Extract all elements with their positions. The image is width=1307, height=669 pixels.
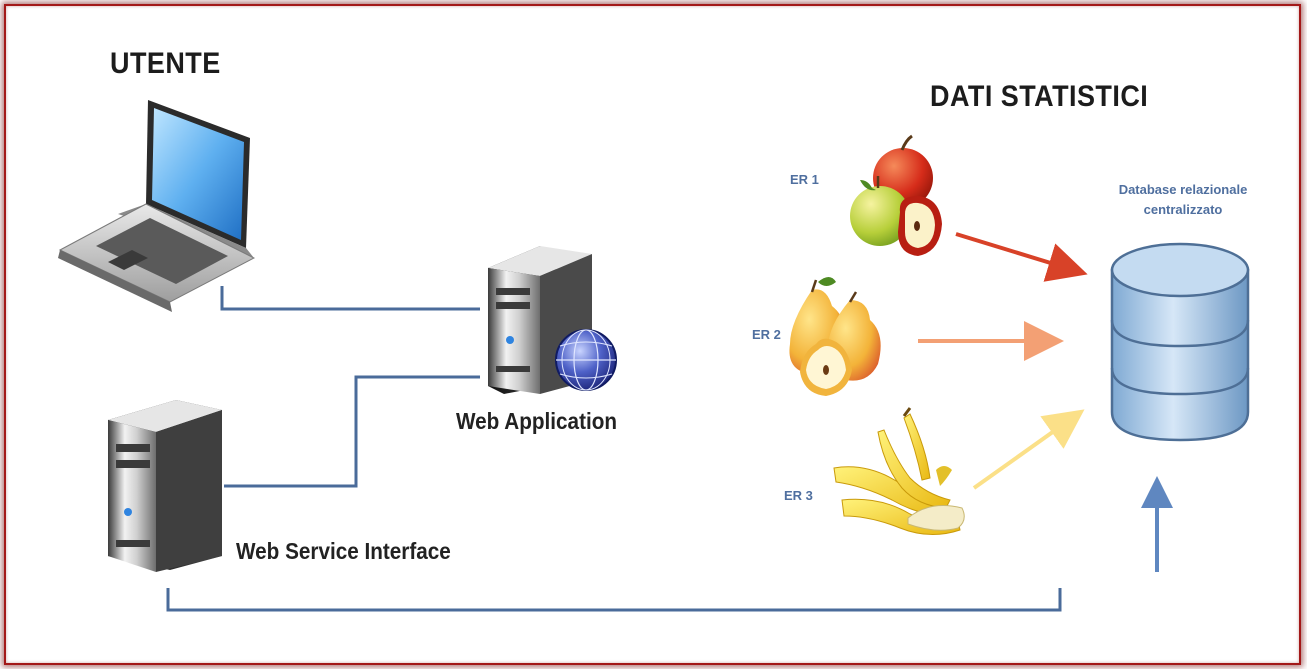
web-service-to-database-line — [166, 588, 1062, 612]
er1-label: ER 1 — [790, 172, 819, 187]
banana-icon — [833, 407, 965, 535]
web-application-label: Web Application — [456, 408, 618, 434]
er2-label: ER 2 — [752, 327, 781, 342]
pear-icon — [789, 277, 881, 396]
database-label-line2: centralizzato — [1143, 202, 1223, 217]
database-icon — [1110, 242, 1250, 442]
web-service-interface-label: Web Service Interface — [236, 538, 451, 564]
laptop-to-web-application-line — [220, 286, 480, 311]
utente-heading: UTENTE — [110, 47, 221, 80]
database-label: Database relazionale centralizzato — [1093, 180, 1273, 220]
er3-label: ER 3 — [784, 488, 813, 503]
web-application-server-icon — [488, 246, 592, 394]
dati-statistici-heading: DATI STATISTICI — [930, 80, 1149, 113]
web-service-to-web-application-line — [224, 375, 480, 488]
connector-lines — [166, 286, 1062, 612]
er3-arrow — [972, 409, 1085, 490]
globe-icon — [555, 329, 617, 391]
web-service-server-icon — [108, 400, 222, 572]
er1-arrow — [955, 232, 1088, 282]
apple-icon — [850, 134, 942, 256]
database-label-line1: Database relazionale — [1118, 182, 1248, 197]
laptop-icon — [58, 100, 256, 312]
